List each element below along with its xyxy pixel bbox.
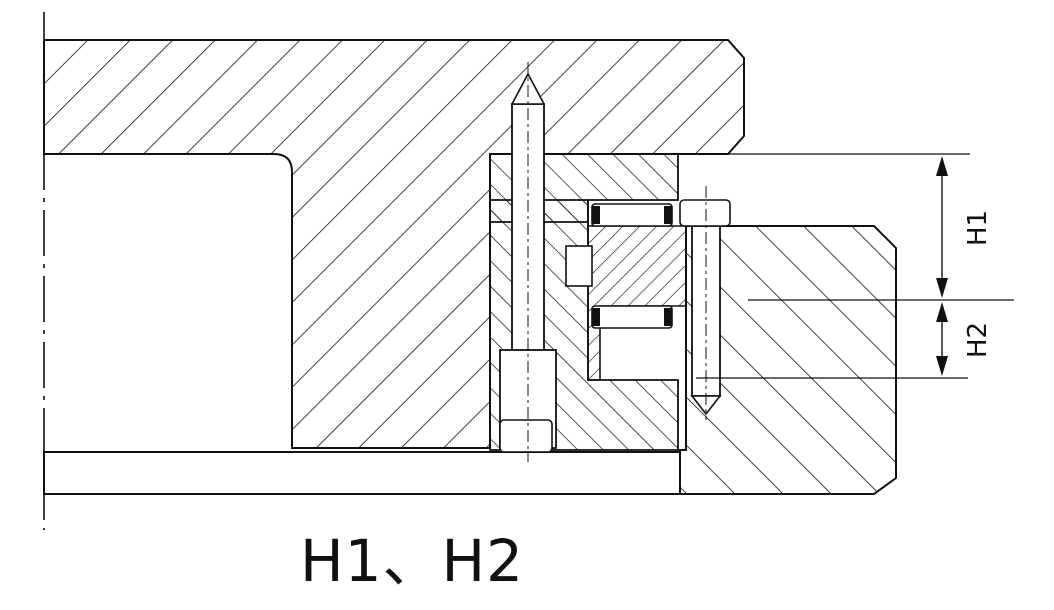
lower-plate <box>43 451 681 495</box>
h1-label: H1 <box>963 210 993 246</box>
dimension-h2: H2 <box>936 302 993 376</box>
dimension-extension-lines <box>678 153 1014 379</box>
dimension-h1: H1 <box>936 156 993 298</box>
left-bolt <box>499 62 557 462</box>
right-bolt <box>679 186 731 420</box>
bearing-ring <box>565 225 687 381</box>
roller-lower <box>591 305 673 329</box>
h2-label: H2 <box>963 322 993 358</box>
upper-housing <box>43 39 745 449</box>
figure-caption: H1、H2 <box>300 527 525 595</box>
outer-ring <box>679 225 897 495</box>
roller-upper <box>591 203 673 227</box>
